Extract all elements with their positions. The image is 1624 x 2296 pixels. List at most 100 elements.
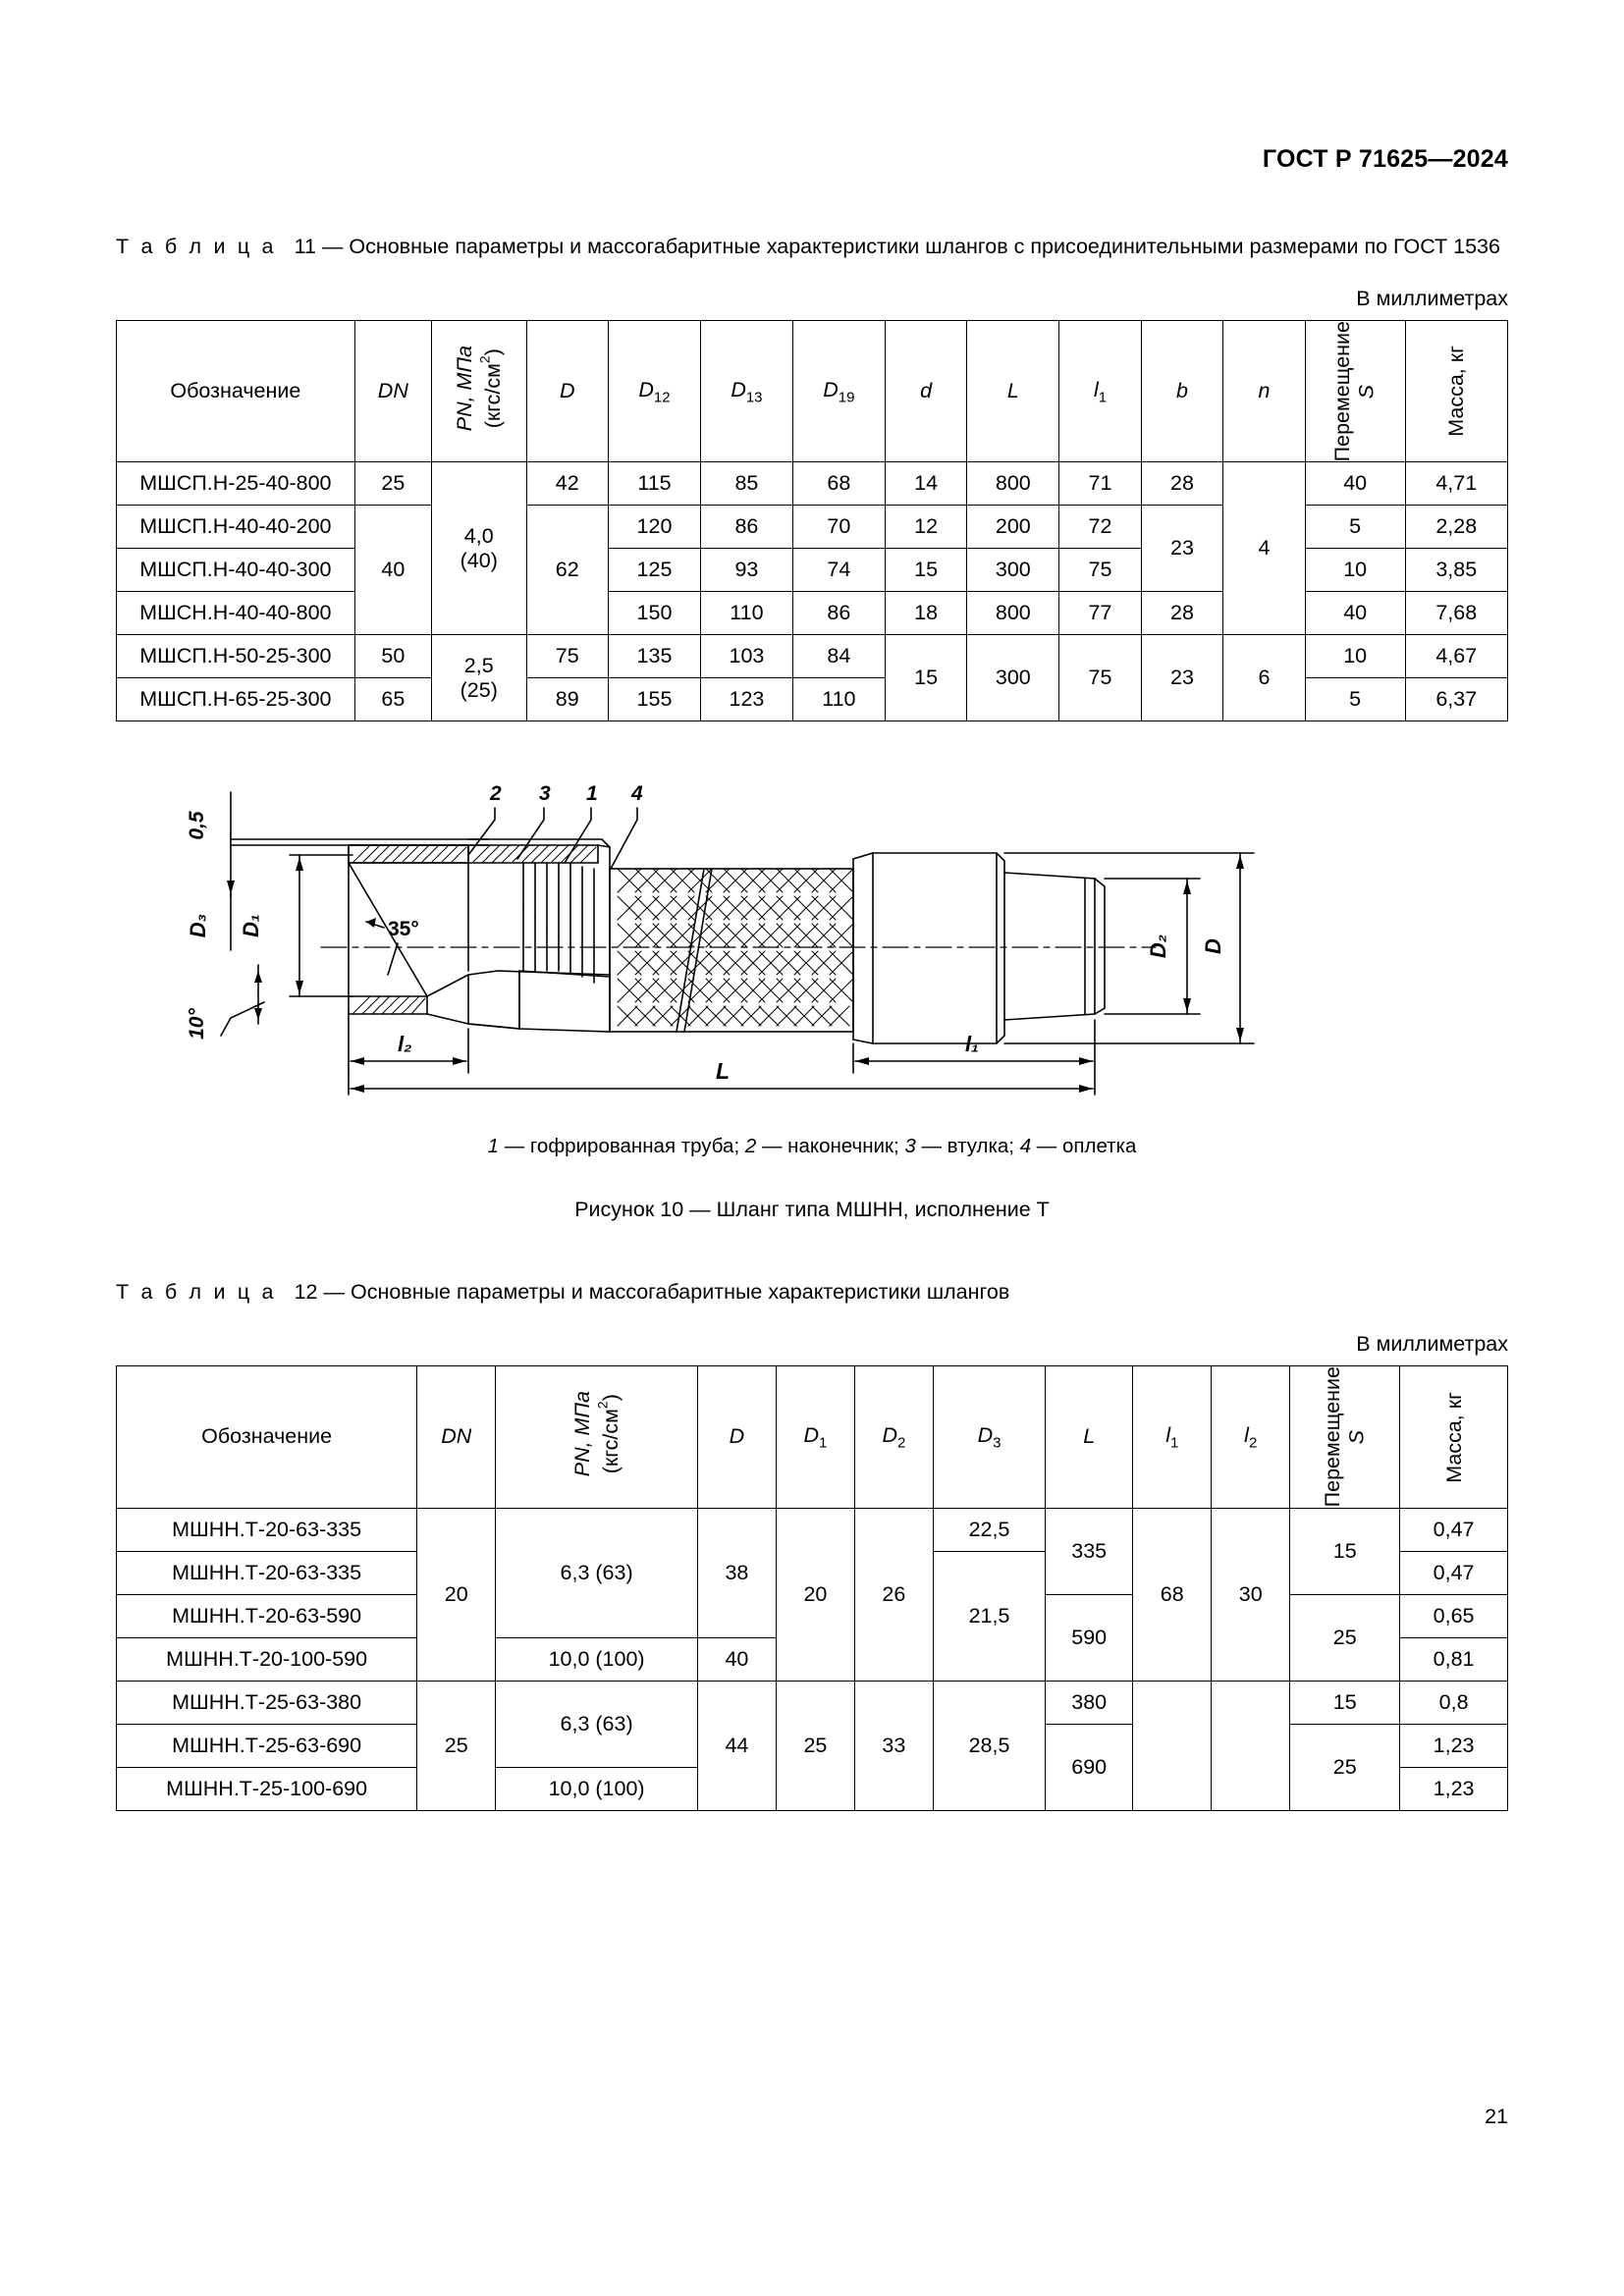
cell-l: 800 xyxy=(966,591,1060,636)
cell-d13: 103 xyxy=(699,634,793,679)
cell-d12: 150 xyxy=(608,591,701,636)
cell-l: 200 xyxy=(966,505,1060,550)
table-row: МШНН.Т-20-63-335 21,5 0,47 xyxy=(115,1550,1508,1682)
cell-pn-group-1: 4,0 (40) xyxy=(430,461,527,636)
table-12-caption: Т а б л и ц а 12 — Основные параметры и … xyxy=(116,1277,1508,1307)
legend-text-2: — наконечник; xyxy=(756,1135,905,1158)
cell-mass: 4,71 xyxy=(1404,461,1509,507)
cell-l1: 68 xyxy=(1132,1507,1213,1682)
cell-displacement: 25 xyxy=(1289,1593,1401,1682)
col-header-displacement: Перемещение S xyxy=(1289,1365,1401,1509)
cell-designation: МШСП.Н-40-40-300 xyxy=(116,548,355,593)
cell-b: 23 xyxy=(1140,505,1224,593)
pn-value-line1: 4,0 xyxy=(463,523,494,548)
page-number: 21 xyxy=(1485,2105,1508,2128)
table-12: Обозначение DN PN, МПа (кгс/см2) D D1 D2… xyxy=(115,1365,1508,1811)
cell-d: 75 xyxy=(525,634,610,679)
cell-dn: 65 xyxy=(353,677,432,722)
table-row: МШНН.Т-20-63-335 20 6,3 (63) 38 20 26 22… xyxy=(115,1507,1508,1682)
pn-line-1: PN, МПа xyxy=(569,1391,594,1477)
cell-n: 4 xyxy=(1222,461,1306,636)
col-header-d12: D12 xyxy=(608,319,701,463)
col-header-pn: PN, МПа (кгс/см2) xyxy=(495,1365,698,1509)
legend-num-1: 1 xyxy=(487,1135,499,1158)
table-11-caption: Т а б л и ц а 11 — Основные параметры и … xyxy=(116,232,1508,261)
cell-d3: 21,5 xyxy=(932,1550,1047,1682)
cell-d13: 123 xyxy=(699,677,793,722)
cell-d-small: 18 xyxy=(884,591,968,636)
cell-designation: МШНН.Т-20-63-335 xyxy=(115,1507,418,1552)
table-12-units-note: В миллиметрах xyxy=(1356,1332,1508,1357)
table-12-header-row: Обозначение DN PN, МПа (кгс/см2) D D1 D2… xyxy=(115,1365,1508,1509)
cell-d12: 115 xyxy=(608,461,701,507)
col-header-n: n xyxy=(1222,319,1306,463)
cell-designation: МШСН.Н-40-40-800 xyxy=(116,591,355,636)
table-row: МШСП.Н-25-40-800 25 4,0 (40) 42 115 85 6… xyxy=(116,461,1509,636)
col-header-l: L xyxy=(1045,1365,1134,1509)
table-12-caption-text: — Основные параметры и массогабаритные х… xyxy=(323,1280,1010,1305)
cell-dn: 25 xyxy=(416,1680,497,1811)
cell-l: 335 xyxy=(1045,1507,1134,1595)
cell-displacement: 10 xyxy=(1304,634,1406,679)
table-11-caption-number: 11 xyxy=(294,235,316,258)
cell-d-small: 15 xyxy=(884,548,968,593)
table-row: МШНН.Т-25-63-380 25 6,3 (63) 44 25 33 28… xyxy=(115,1680,1508,1811)
cell-d2: 33 xyxy=(853,1680,934,1811)
dim-l2-label: l₂ xyxy=(398,1032,412,1056)
table-row: МШСП.Н-50-25-300 50 2,5 (25) 75 135 103 … xyxy=(116,634,1509,722)
cell-pn: 10,0 (100) xyxy=(495,1766,698,1811)
table-12-caption-label: Т а б л и ц а xyxy=(116,1280,277,1305)
col-header-l: L xyxy=(966,319,1060,463)
cell-d: 89 xyxy=(525,677,610,722)
col-header-l1: l1 xyxy=(1132,1365,1213,1509)
dim-l1-label: l₁ xyxy=(965,1032,979,1056)
table-11-caption-label: Т а б л и ц а xyxy=(116,235,277,258)
cell-l2 xyxy=(1211,1680,1291,1811)
cell-d3: 22,5 xyxy=(932,1507,1047,1552)
cell-l: 690 xyxy=(1045,1723,1134,1811)
dim-angle-cone-label: 35° xyxy=(388,918,419,940)
cell-displacement: 5 xyxy=(1304,677,1406,722)
col-header-d1: D1 xyxy=(775,1365,855,1509)
cell-mass: 6,37 xyxy=(1404,677,1509,722)
table-row: МШНН.Т-25-100-690 10,0 (100) 1,23 xyxy=(115,1766,1508,1811)
cell-designation: МШСП.Н-40-40-200 xyxy=(116,505,355,550)
cell-d13: 93 xyxy=(699,548,793,593)
cell-d-small: 15 xyxy=(884,634,968,722)
cell-displacement: 10 xyxy=(1304,548,1406,593)
callout-1: 1 xyxy=(586,782,598,805)
cell-mass: 1,23 xyxy=(1399,1766,1508,1811)
col-header-d: D xyxy=(696,1365,777,1509)
cell-d12: 135 xyxy=(608,634,701,679)
cell-dn: 20 xyxy=(416,1507,497,1682)
col-header-l1: l1 xyxy=(1058,319,1142,463)
cell-d1: 20 xyxy=(775,1507,855,1682)
col-header-l2: l2 xyxy=(1211,1365,1291,1509)
col-header-d13: D13 xyxy=(699,319,793,463)
cell-mass: 7,68 xyxy=(1404,591,1509,636)
cell-l1: 75 xyxy=(1058,548,1142,593)
pn-line-1: PN, МПа xyxy=(452,346,476,432)
col-header-d3: D3 xyxy=(932,1365,1047,1509)
cell-d13: 85 xyxy=(699,461,793,507)
col-header-mass: Масса, кг xyxy=(1404,319,1509,463)
cell-b: 28 xyxy=(1140,461,1224,507)
cell-displacement: 25 xyxy=(1289,1723,1401,1811)
cell-dn: 40 xyxy=(353,505,432,636)
cell-designation: МШСП.Н-65-25-300 xyxy=(116,677,355,722)
cell-designation: МШСП.Н-25-40-800 xyxy=(116,461,355,507)
cell-displacement: 40 xyxy=(1304,591,1406,636)
legend-num-4: 4 xyxy=(1019,1135,1032,1158)
pn-line-2: (кгс/см2) xyxy=(476,348,505,429)
cell-d: 62 xyxy=(525,505,610,636)
table-12-caption-number: 12 xyxy=(294,1280,318,1305)
table-row: МШСП.Н-40-40-200 40 62 120 86 70 12 200 … xyxy=(116,505,1509,636)
cell-l1 xyxy=(1132,1680,1213,1811)
legend-num-2: 2 xyxy=(744,1135,757,1158)
cell-mass: 1,23 xyxy=(1399,1723,1508,1768)
cell-dn: 50 xyxy=(353,634,432,679)
table-row: МШСП.Н-40-40-300 125 93 74 15 300 75 10 … xyxy=(116,548,1509,593)
dim-d2-label: D₂ xyxy=(1146,934,1170,958)
pn-value-line2: (40) xyxy=(460,548,498,572)
